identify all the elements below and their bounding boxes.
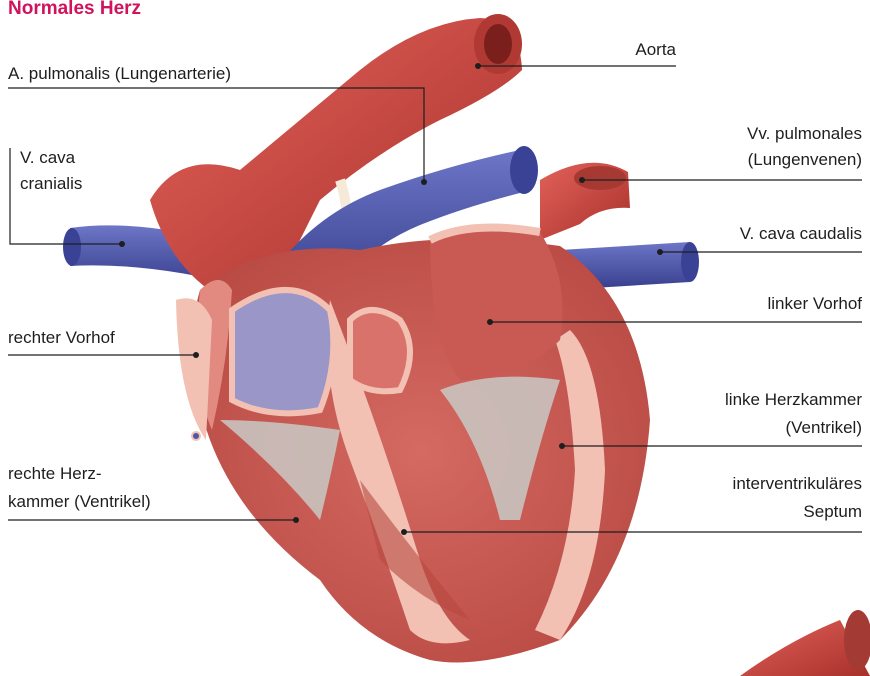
label-left-ventricle-line2: (Ventrikel) (785, 416, 862, 440)
pulmonary-valve (232, 290, 333, 413)
label-left-ventricle-line1: linke Herzkammer (725, 388, 862, 412)
label-pulmonary-veins-line1: Vv. pulmonales (747, 122, 862, 146)
label-vena-cava-cranialis-line2: cranialis (20, 172, 82, 196)
aortic-valve (350, 310, 410, 391)
label-right-ventricle-line2: kammer (Ventrikel) (8, 490, 151, 514)
label-septum-line1: interventrikuläres (733, 472, 862, 496)
label-left-atrium: linker Vorhof (768, 292, 863, 316)
label-septum-line2: Septum (803, 500, 862, 524)
label-pulmonary-artery: A. pulmonalis (Lungenarterie) (8, 62, 231, 86)
label-vena-cava-caudalis: V. cava caudalis (740, 222, 862, 246)
label-pulmonary-veins-line2: (Lungenvenen) (748, 148, 862, 172)
label-right-atrium: rechter Vorhof (8, 326, 115, 350)
label-vena-cava-cranialis-line1: V. cava (20, 146, 75, 170)
label-right-ventricle-line1: rechte Herz- (8, 462, 102, 486)
label-aorta: Aorta (635, 38, 676, 62)
